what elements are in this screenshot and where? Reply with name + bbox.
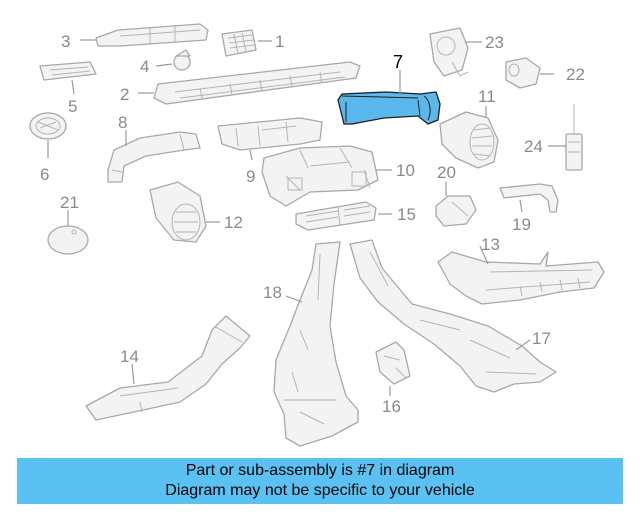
part-16[interactable] [375, 341, 411, 385]
part-19[interactable] [499, 183, 559, 213]
callout-11: 11 [478, 87, 496, 106]
part-4[interactable] [173, 49, 191, 71]
part-18[interactable] [273, 241, 359, 447]
part-5[interactable] [39, 61, 97, 81]
leader-17 [515, 339, 531, 351]
callout-3: 3 [61, 32, 70, 51]
callout-8: 8 [118, 113, 127, 132]
leader-9 [249, 149, 253, 161]
callout-1: 1 [275, 32, 284, 51]
callout-13: 13 [481, 235, 500, 254]
part-6[interactable] [29, 112, 67, 140]
caption-line-1: Part or sub-assembly is #7 in diagram [185, 462, 455, 479]
part-21[interactable] [47, 225, 89, 255]
callout-4: 4 [140, 57, 149, 76]
callout-23: 23 [485, 33, 504, 52]
leader-18 [285, 295, 303, 303]
callout-16: 16 [382, 397, 401, 416]
callout-9: 9 [246, 167, 255, 186]
parts-diagram: 3 1 4 5 2 6 8 9 [29, 23, 605, 447]
part-2[interactable] [153, 61, 361, 105]
callout-15: 15 [397, 205, 416, 224]
part-11[interactable] [439, 111, 499, 169]
callout-5: 5 [68, 97, 77, 116]
part-9[interactable] [217, 117, 323, 151]
callout-7: 7 [393, 52, 403, 72]
part-17[interactable] [349, 239, 557, 393]
part-13[interactable] [437, 251, 605, 305]
caption-line-2: Diagram may not be specific to your vehi… [165, 482, 475, 499]
leader-19 [519, 199, 523, 213]
part-15[interactable] [295, 201, 377, 231]
leader-14 [131, 363, 135, 385]
callout-21: 21 [60, 193, 79, 212]
callout-24: 24 [524, 137, 543, 156]
callout-10: 10 [396, 161, 415, 180]
leader-4 [155, 63, 173, 67]
part-20[interactable] [435, 195, 477, 227]
part-22[interactable] [505, 57, 541, 89]
part-1[interactable] [221, 29, 257, 57]
callout-2: 2 [120, 85, 129, 104]
callout-14: 14 [120, 347, 139, 366]
callout-18: 18 [263, 283, 282, 302]
part-3[interactable] [95, 23, 209, 47]
callout-12: 12 [224, 213, 243, 232]
caption-banner: Part or sub-assembly is #7 in diagram Di… [17, 458, 623, 504]
part-24[interactable] [565, 104, 583, 171]
part-23[interactable] [429, 27, 469, 77]
part-12[interactable] [149, 181, 207, 243]
callout-6: 6 [40, 165, 49, 184]
part-7-highlighted[interactable] [337, 91, 441, 125]
part-14[interactable] [85, 315, 251, 421]
callout-19: 19 [512, 215, 531, 234]
callout-20: 20 [437, 163, 456, 182]
callout-17: 17 [532, 329, 551, 348]
leader-5 [71, 79, 75, 95]
leader-13 [479, 245, 489, 265]
part-8[interactable] [107, 131, 201, 183]
part-10[interactable] [261, 145, 379, 207]
callout-22: 22 [566, 65, 585, 84]
